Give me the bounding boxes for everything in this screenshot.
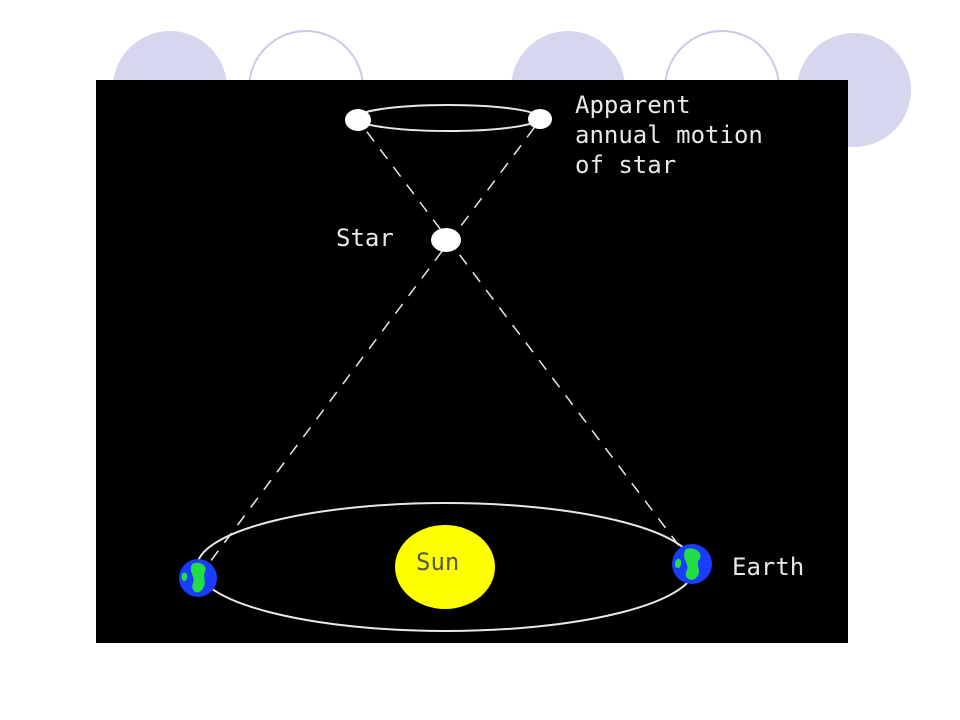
sun (395, 525, 495, 609)
sight-line-left (197, 119, 541, 579)
star (431, 228, 461, 252)
apparent-motion-label-line1: Apparent (575, 91, 691, 119)
earth-label: Earth (732, 553, 804, 581)
apparent-motion-ellipse (355, 104, 541, 132)
sight-line-right (357, 119, 693, 564)
parallax-diagram: Apparent annual motion of star Star Sun … (179, 91, 804, 632)
star-label: Star (336, 224, 394, 252)
parallax-figure: Apparent annual motion of star Star Sun … (96, 80, 848, 643)
apparent-motion-label-line2: annual motion (575, 121, 763, 149)
earth-right-icon (672, 544, 712, 584)
apparent-star-right (528, 109, 552, 129)
apparent-star-left (345, 109, 371, 131)
apparent-motion-label-line3: of star (575, 151, 676, 179)
sun-label: Sun (416, 548, 459, 576)
earth-left-icon (179, 559, 217, 597)
